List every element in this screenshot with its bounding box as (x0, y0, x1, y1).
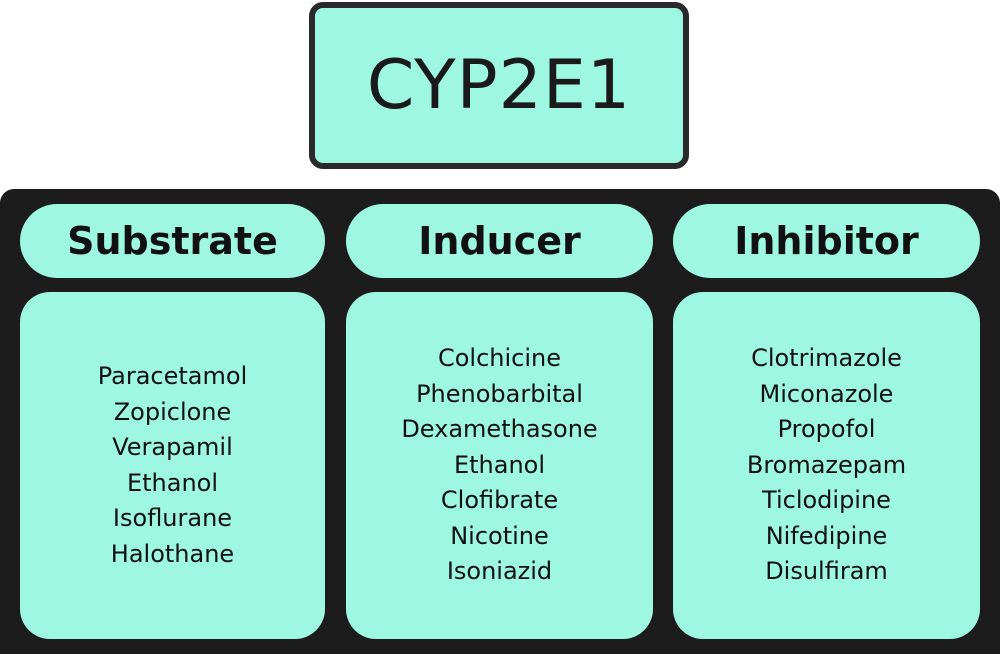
inducer-header-label: Inducer (418, 219, 581, 263)
list-item: Nifedipine (765, 521, 888, 550)
list-item: Ethanol (126, 468, 219, 497)
substrate-header-label: Substrate (67, 219, 278, 263)
list-item: Bromazepam (746, 450, 907, 479)
list-item: Isoflurane (112, 504, 233, 532)
list-item: Dexamethasone (401, 415, 598, 444)
list-item: Phenobarbital (416, 379, 583, 408)
list-item: Zopiclone (113, 397, 232, 426)
inhibitor-list: Clotrimazole Miconazole Propofol Bromaze… (673, 292, 980, 639)
list-item: Clofibrate (440, 486, 559, 515)
list-item: Miconazole (759, 379, 894, 408)
list-item: Halothane (110, 539, 235, 568)
diagram-title: CYP2E1 (366, 46, 632, 125)
list-item: Isoniazid (446, 557, 553, 586)
list-item: Nicotine (450, 521, 549, 550)
list-item: Colchicine (437, 344, 562, 373)
list-item: Disulfiram (765, 557, 888, 586)
list-item: Paracetamol (97, 362, 248, 390)
inducer-list: Colchicine Phenobarbital Dexamethasone E… (346, 292, 653, 639)
inducer-header: Inducer (346, 204, 653, 278)
list-item: Ticlodipine (762, 486, 891, 515)
list-item: Verapamil (112, 433, 233, 461)
inhibitor-header-label: Inhibitor (734, 219, 919, 263)
list-item: Ethanol (453, 450, 546, 479)
inhibitor-header: Inhibitor (673, 204, 980, 278)
title-box: CYP2E1 (309, 2, 689, 169)
substrate-header: Substrate (20, 204, 325, 278)
list-item: Propofol (777, 415, 876, 444)
substrate-list: Paracetamol Zopiclone Verapamil Ethanol … (20, 292, 325, 639)
list-item: Clotrimazole (751, 344, 902, 373)
